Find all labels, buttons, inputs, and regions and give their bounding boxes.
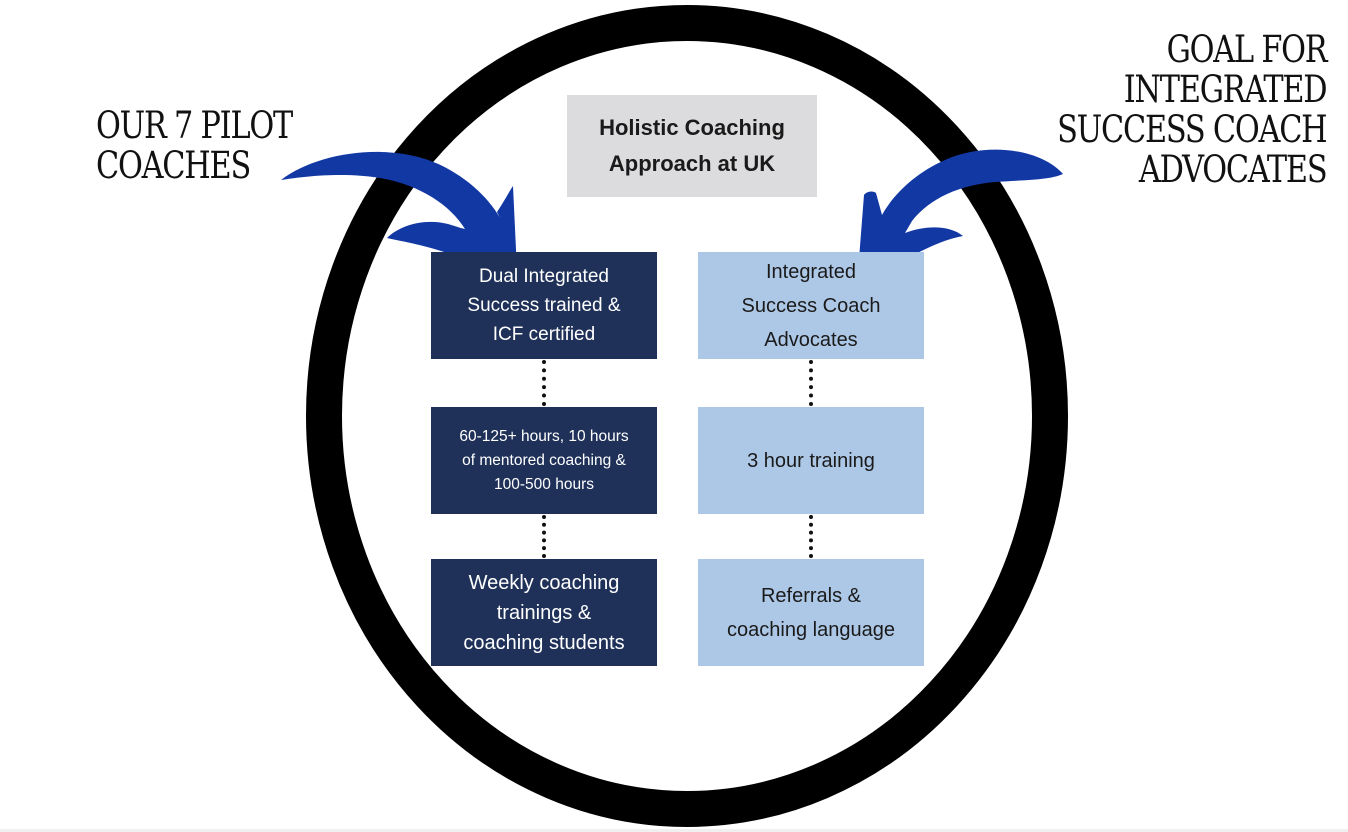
dotted-connector bbox=[809, 515, 813, 558]
box-text-line: 60-125+ hours, 10 hours bbox=[459, 427, 629, 445]
referrals-box: Referrals & coaching language bbox=[698, 559, 924, 666]
box-text-line: coaching students bbox=[463, 631, 625, 654]
pilot-weekly-box: Weekly coaching trainings & coaching stu… bbox=[431, 559, 657, 666]
enclosing-oval bbox=[306, 5, 1068, 827]
heading-line: COACHES bbox=[96, 144, 251, 187]
box-text-line: 3 hour training bbox=[747, 449, 875, 472]
pilot-hours-box: 60-125+ hours, 10 hours of mentored coac… bbox=[431, 407, 657, 514]
heading-line: INTEGRATED bbox=[1123, 68, 1327, 111]
box-text-line: Advocates bbox=[764, 328, 858, 351]
heading-line: SUCCESS COACH bbox=[1056, 108, 1328, 151]
dotted-connector bbox=[542, 515, 546, 558]
box-text-line: coaching language bbox=[727, 618, 895, 641]
box-text-line: Success Coach bbox=[741, 294, 881, 317]
title-line: Holistic Coaching bbox=[599, 115, 785, 140]
box-text-line: Weekly coaching bbox=[468, 571, 620, 594]
training-box: 3 hour training bbox=[698, 407, 924, 514]
dotted-connector bbox=[542, 360, 546, 406]
heading-line: GOAL FOR bbox=[1166, 28, 1327, 71]
box-text-line: Integrated bbox=[765, 260, 857, 283]
bottom-edge-strip bbox=[0, 829, 1348, 832]
box-text-line: ICF certified bbox=[492, 324, 596, 345]
box-text-line: 100-500 hours bbox=[494, 475, 594, 493]
heading-line: ADVOCATES bbox=[1138, 148, 1327, 191]
title-line: Approach at UK bbox=[608, 151, 776, 176]
box-text-line: of mentored coaching & bbox=[462, 451, 626, 469]
heading-line: OUR 7 PILOT bbox=[96, 104, 293, 147]
dotted-connector bbox=[809, 360, 813, 406]
pilot-coaches-heading: OUR 7 PILOT COACHES bbox=[96, 104, 293, 187]
box-text-line: Dual Integrated bbox=[479, 266, 609, 287]
box-text-line: Referrals & bbox=[760, 584, 862, 607]
pilot-certification-box: Dual Integrated Success trained & ICF ce… bbox=[431, 252, 657, 359]
diagram-title-box: Holistic Coaching Approach at UK bbox=[567, 95, 817, 197]
box-text-line: trainings & bbox=[496, 601, 592, 624]
curved-arrow-down-left-icon bbox=[858, 149, 1063, 275]
box-text-line: Success trained & bbox=[467, 295, 621, 316]
goal-advocates-heading: GOAL FOR INTEGRATED SUCCESS COACH ADVOCA… bbox=[1056, 28, 1328, 191]
advocates-box: Integrated Success Coach Advocates bbox=[698, 252, 924, 359]
